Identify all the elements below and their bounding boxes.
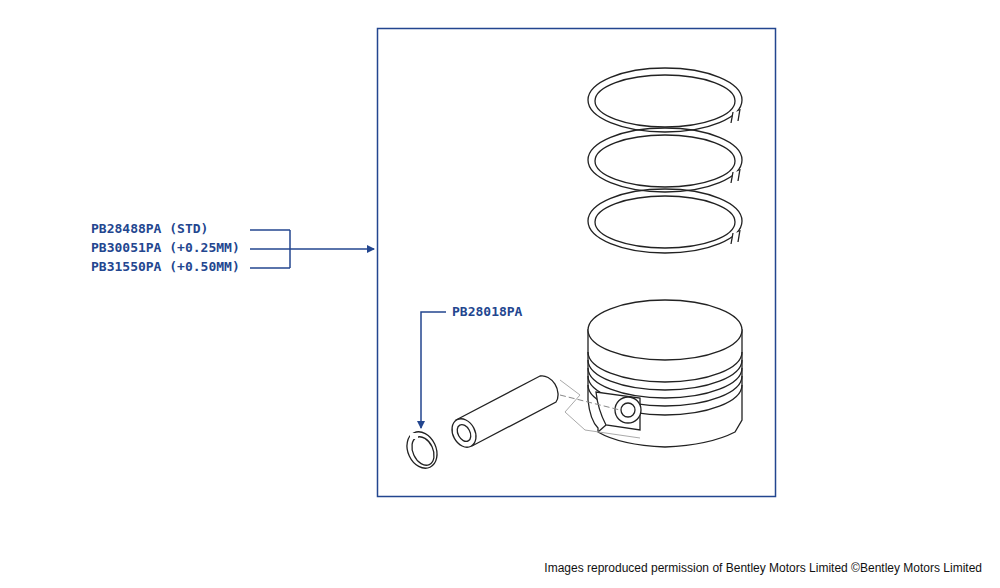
- part-number: PB31550PA (+0.50MM): [91, 259, 240, 275]
- copyright-note: Images reproduced permission of Bentley …: [544, 561, 982, 575]
- assembly-line: [560, 380, 640, 438]
- circlip: [401, 427, 442, 473]
- gudgeon-pin: [447, 376, 558, 452]
- piston: [588, 300, 742, 447]
- part-number: PB30051PA (+0.25MM): [91, 240, 240, 256]
- piston-rings: [588, 68, 745, 253]
- part-number: PB28018PA: [452, 304, 522, 320]
- leader-line: [421, 312, 446, 428]
- part-number: PB28488PA (STD): [91, 221, 208, 237]
- bracket: [250, 230, 374, 268]
- diagram-frame: [378, 29, 776, 497]
